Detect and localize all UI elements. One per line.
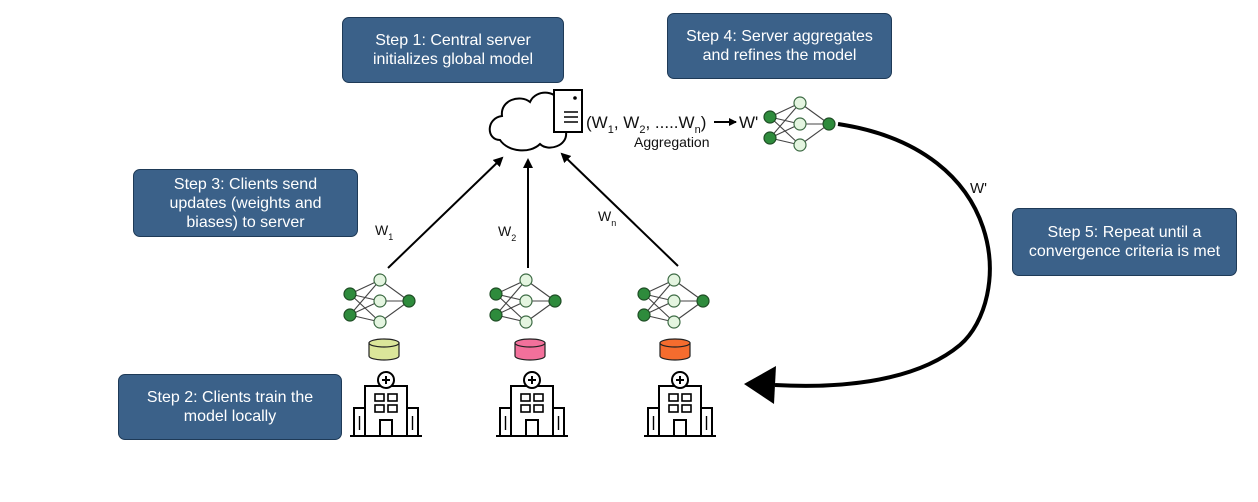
database-top — [514, 338, 546, 348]
weight-label-w2: W2 — [498, 223, 516, 243]
step4-box: Step 4: Server aggregates and refines th… — [667, 13, 892, 79]
hospital-window — [533, 393, 544, 402]
nn-input-node — [343, 308, 357, 322]
weight-label-wn: Wn — [598, 208, 616, 228]
nn-output-node — [822, 117, 836, 131]
database-top — [368, 338, 400, 348]
hospital-icon — [350, 371, 422, 437]
hospital-icon — [644, 371, 716, 437]
return-weights-label: W' — [970, 180, 987, 197]
step1-box: Step 1: Central server initializes globa… — [342, 17, 564, 83]
return-arrow — [774, 122, 992, 388]
nn-input-node — [489, 308, 503, 322]
database-icon — [659, 338, 691, 361]
server-icon — [553, 89, 583, 133]
nn-output-node — [402, 294, 416, 308]
hospital-window — [374, 404, 385, 413]
hospital-window — [520, 393, 531, 402]
nn-edge — [495, 279, 527, 316]
hospital-icon — [496, 371, 568, 437]
upload-arrow-client3 — [560, 152, 679, 267]
nn-hidden-node — [519, 273, 533, 287]
step5-box: Step 5: Repeat until a convergence crite… — [1012, 208, 1237, 276]
neural-network-icon — [343, 273, 416, 329]
hospital-window — [387, 404, 398, 413]
hospital-window — [520, 404, 531, 413]
database-icon — [514, 338, 546, 361]
nn-hidden-node — [667, 315, 681, 329]
nn-hidden-node — [793, 117, 807, 131]
upload-arrow-client1 — [387, 156, 504, 269]
nn-hidden-node — [793, 138, 807, 152]
nn-input-node — [637, 308, 651, 322]
nn-output-node — [548, 294, 562, 308]
database-body — [368, 342, 400, 361]
return-arrowhead — [744, 366, 776, 404]
step3-box: Step 3: Clients send updates (weights an… — [133, 169, 358, 237]
hospital-window — [387, 393, 398, 402]
step2-text: Step 2: Clients train the model locally — [146, 389, 314, 425]
plus-icon — [676, 376, 684, 384]
database-body — [659, 342, 691, 361]
step1-text: Step 1: Central server initializes globa… — [372, 32, 534, 68]
nn-input-node — [763, 131, 777, 145]
nn-hidden-node — [667, 294, 681, 308]
hospital-window — [533, 404, 544, 413]
step2-box: Step 2: Clients train the model locally — [118, 374, 342, 440]
nn-edge — [769, 102, 801, 139]
hospital-window — [668, 393, 679, 402]
nn-hidden-node — [373, 273, 387, 287]
nn-edge — [349, 279, 381, 316]
step3-text: Step 3: Clients send updates (weights an… — [169, 175, 322, 231]
nn-hidden-node — [519, 294, 533, 308]
neural-network-icon — [763, 96, 836, 152]
nn-input-node — [489, 287, 503, 301]
nn-input-node — [343, 287, 357, 301]
aggregation-label: Aggregation — [634, 134, 710, 150]
nn-edge — [643, 279, 675, 316]
hospital-door — [379, 419, 393, 437]
hospital-window — [374, 393, 385, 402]
hospital-window — [681, 393, 692, 402]
hospital-door — [673, 419, 687, 437]
weight-label-w1: W1 — [375, 222, 393, 242]
hospital-window — [668, 404, 679, 413]
nn-hidden-node — [793, 96, 807, 110]
nn-input-node — [763, 110, 777, 124]
nn-hidden-node — [667, 273, 681, 287]
neural-network-icon — [637, 273, 710, 329]
plus-icon — [528, 376, 536, 384]
nn-hidden-node — [373, 294, 387, 308]
aggregated-weights-label: W' — [739, 113, 758, 132]
nn-input-node — [637, 287, 651, 301]
plus-icon — [382, 376, 390, 384]
hospital-door — [525, 419, 539, 437]
nn-output-node — [696, 294, 710, 308]
database-top — [659, 338, 691, 348]
database-icon — [368, 338, 400, 361]
neural-network-icon — [489, 273, 562, 329]
step5-text: Step 5: Repeat until a convergence crite… — [1028, 224, 1221, 260]
step4-text: Step 4: Server aggregates and refines th… — [686, 28, 873, 64]
database-body — [514, 342, 546, 361]
nn-hidden-node — [373, 315, 387, 329]
aggregation-formula: (W1, W2, .....Wn) — [586, 113, 706, 136]
hospital-window — [681, 404, 692, 413]
nn-hidden-node — [519, 315, 533, 329]
